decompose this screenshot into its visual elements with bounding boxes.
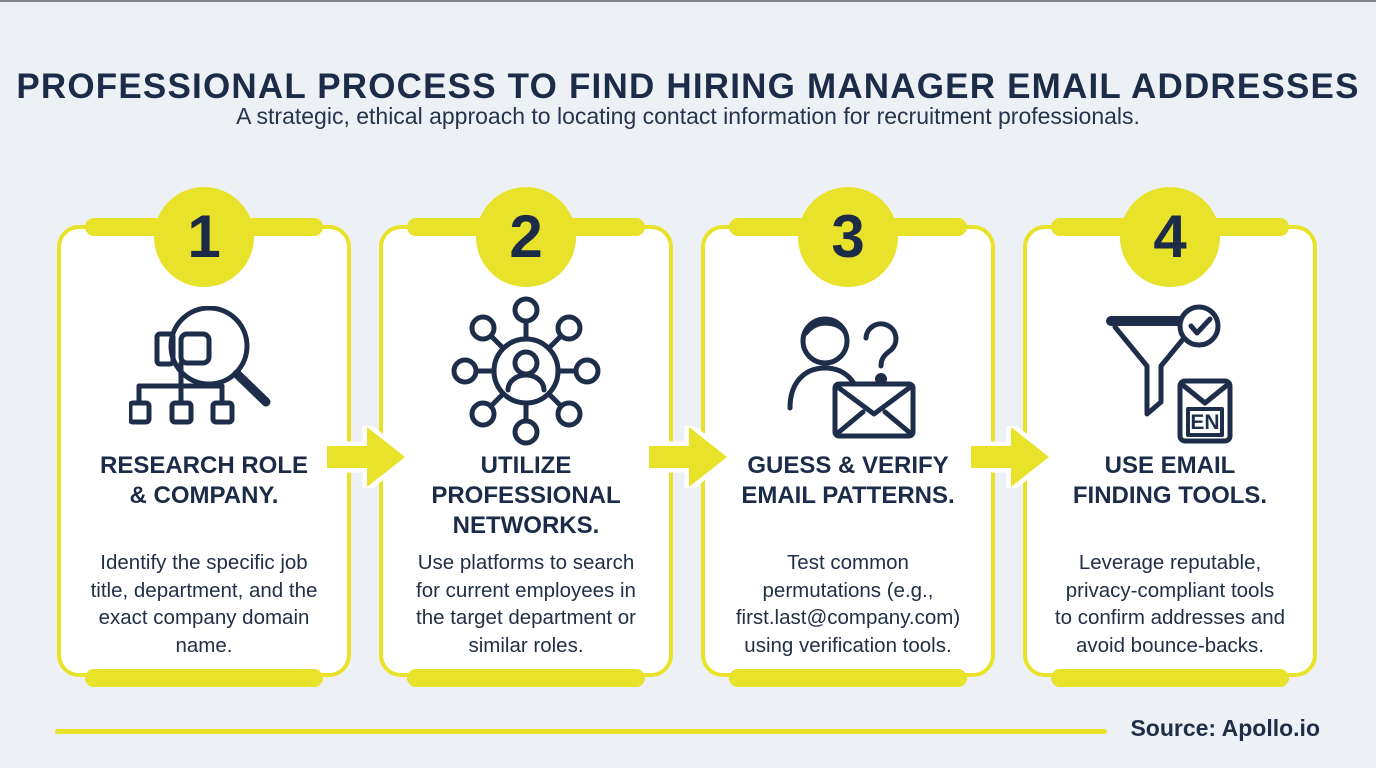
step-number: 1 [187,203,221,270]
step-icon-wrap [448,293,604,449]
step-description: Identify the specific job title, departm… [90,551,318,657]
magnifier-org-chart-icon [129,306,271,425]
professional-network-icon [451,296,601,446]
step-title: RESEARCH ROLE & COMPANY. [99,452,309,509]
step-card-1: 1 RESEARCH ROLE & COMPANY. Identify [57,187,351,687]
step-number: 2 [509,203,543,270]
card-bottom-tab [1051,669,1289,687]
step-description: Use platforms to search for current empl… [416,551,636,657]
arrow-right-icon [649,426,727,488]
step-title: GUESS & VERIFY EMAIL PATTERNS. [741,452,955,509]
step-number-badge: 2 [476,187,576,287]
page-subtitle: A strategic, ethical approach to locatin… [236,103,1140,129]
step-icon-wrap [770,293,926,449]
funnel-check-envelope-icon: EN [1106,304,1233,444]
card-bottom-tab [407,669,645,687]
step-icon-wrap: EN [1092,293,1248,449]
step-description: Leverage reputable, privacy-compliant to… [1054,551,1286,657]
step-card-3: 3 GUESS & VERIFY EMAIL PATTERNS. Test co… [701,187,995,687]
source-credit: Source: Apollo.io [1130,715,1320,741]
envelope-en-label: EN [1190,411,1219,434]
step-number: 4 [1153,203,1187,270]
card-bottom-tab [729,669,967,687]
step-title: UTILIZE PROFESSIONAL NETWORKS. [431,452,621,539]
step-icon-wrap [126,293,282,449]
step-description: Test common permutations (e.g., first.la… [735,551,961,657]
arrow-right-icon [971,426,1049,488]
step-title: USE EMAIL FINDING TOOLS. [1072,452,1268,509]
step-number-badge: 3 [798,187,898,287]
step-number-badge: 1 [154,187,254,287]
step-number-badge: 4 [1120,187,1220,287]
card-bottom-tab [85,669,323,687]
step-card-2: 2 [379,187,673,687]
person-question-envelope-icon [787,316,916,439]
arrow-right-icon [327,426,405,488]
step-card-4: 4 EN USE EMAIL FINDING TOOLS. Leverage r… [1023,187,1317,687]
step-number: 3 [831,203,865,270]
footer-divider [55,729,1107,734]
page-title: PROFESSIONAL PROCESS TO FIND HIRING MANA… [16,67,1360,107]
top-edge-strip [0,0,1376,2]
